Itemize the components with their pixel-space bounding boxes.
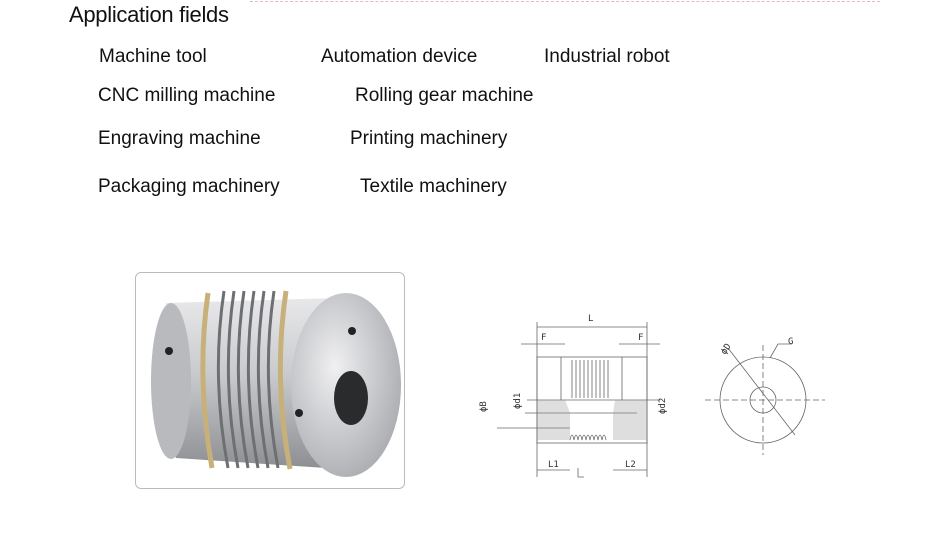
field-item: Rolling gear machine (355, 85, 534, 106)
dim-label-d1: ϕd1 (513, 393, 523, 409)
divider-line (250, 1, 880, 2)
field-item: Machine tool (99, 46, 207, 67)
dim-label-d2: ϕd2 (658, 398, 668, 414)
field-item: Textile machinery (360, 176, 507, 197)
dim-label-L: L (588, 314, 593, 324)
dim-label-G: G (788, 337, 793, 347)
dim-label-F-right: F (638, 333, 643, 343)
field-item: CNC milling machine (98, 85, 276, 106)
field-item: Automation device (321, 46, 478, 67)
dim-label-L2: L2 (625, 460, 636, 470)
dim-label-F-left: F (541, 333, 546, 343)
dim-label-B: ϕB (479, 401, 489, 412)
field-item: Printing machinery (350, 128, 508, 149)
field-item: Packaging machinery (98, 176, 280, 197)
field-item: Industrial robot (544, 46, 670, 67)
section-title: Application fields (69, 2, 229, 27)
coupling-photo (135, 272, 405, 489)
dim-label-L1: L1 (548, 460, 559, 470)
field-item: Engraving machine (98, 128, 261, 149)
dim-label-D: ϕD (719, 342, 733, 357)
